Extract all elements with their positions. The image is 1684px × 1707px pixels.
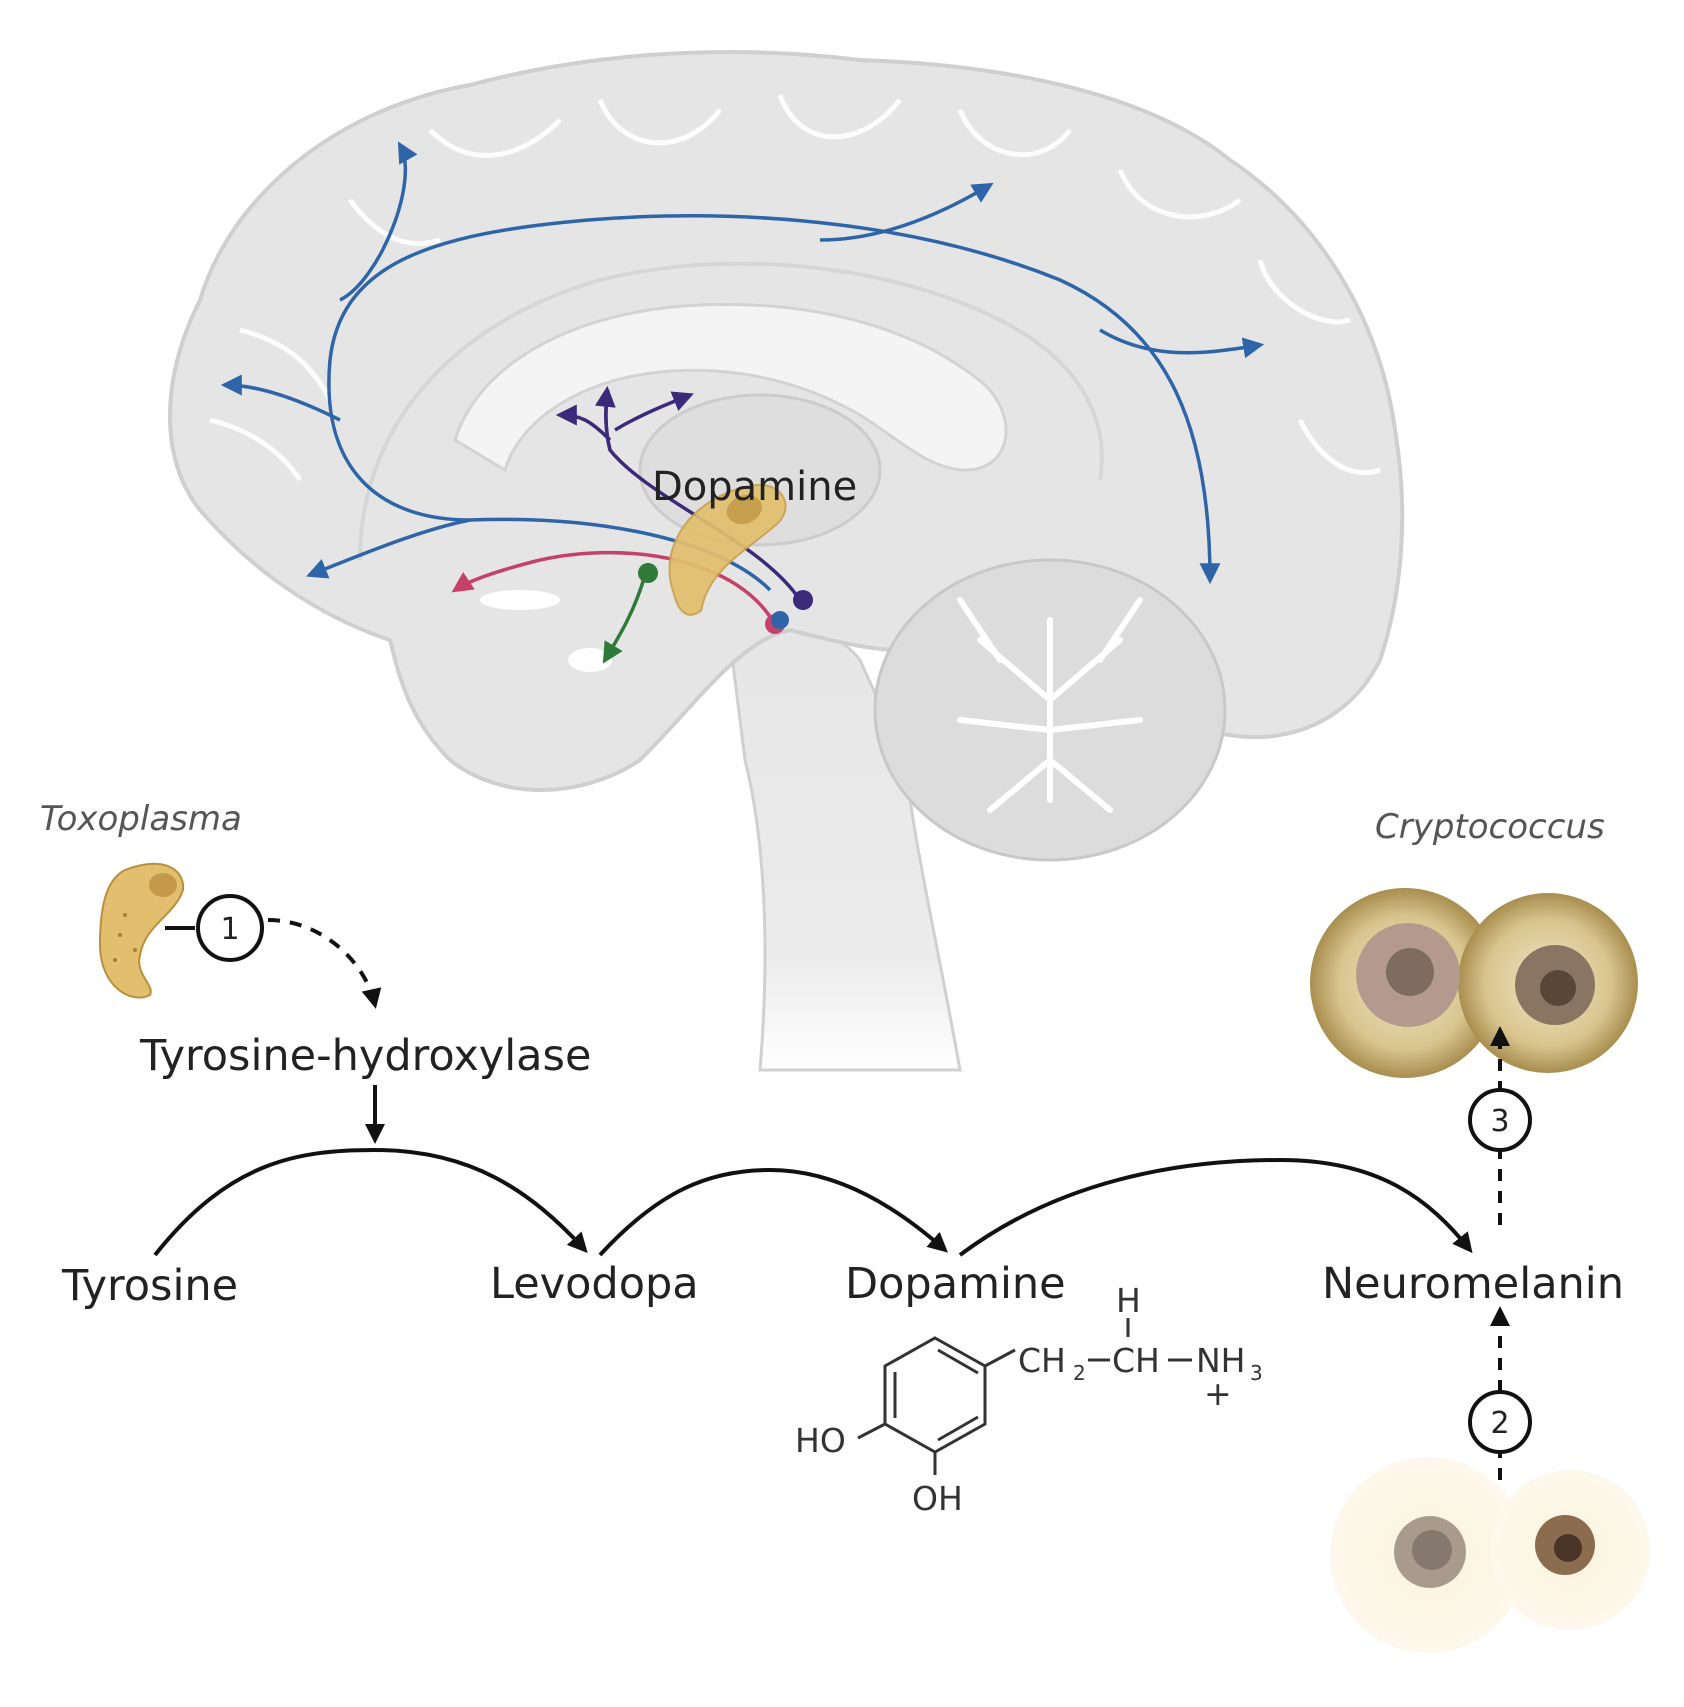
pathway-origin-purple xyxy=(793,590,813,610)
thalamus xyxy=(638,393,882,547)
cryptococcus-label: Cryptococcus xyxy=(1375,807,1605,847)
dopamine-oh-label: OH xyxy=(912,1479,963,1518)
step-1-dashed-arrow xyxy=(267,918,382,1009)
cryptococcus-melanized-cells xyxy=(1310,888,1638,1078)
brain-illustration: Dopamine xyxy=(168,50,1405,1072)
step-3-marker xyxy=(1468,1088,1532,1152)
dopamine-ho-label: HO xyxy=(795,1421,846,1460)
mesocortical-pathway xyxy=(220,141,1265,592)
cryptococcus-unmelanized-cells xyxy=(1330,1457,1650,1653)
dopamine-charge-label: + xyxy=(1204,1374,1232,1413)
dopamine-h-label: H xyxy=(1116,1281,1141,1320)
mesolimbic-pathway xyxy=(451,550,777,626)
dopamine-ch-label: CH xyxy=(1112,1341,1160,1380)
dopamine-nh3-label: NH xyxy=(1196,1341,1246,1380)
tuberoinfundibular-pathway xyxy=(602,574,647,664)
step-2-marker xyxy=(1468,1390,1532,1454)
dopamine-structure: HO OH CH 2 CH NH 3 H + xyxy=(795,1281,1263,1518)
pathway-levodopa: Levodopa xyxy=(490,1259,699,1309)
enzyme-label: Tyrosine-hydroxylase xyxy=(139,1031,591,1081)
step-1-marker xyxy=(196,894,264,962)
pathway-neuromelanin: Neuromelanin xyxy=(1322,1259,1624,1309)
brain-dopamine-label: Dopamine xyxy=(652,464,857,510)
pathway-origin-green xyxy=(638,563,658,583)
toxoplasma-parasite xyxy=(98,862,185,999)
pathway-tyrosine: Tyrosine xyxy=(61,1261,238,1311)
step-2-number: 2 xyxy=(1490,1406,1509,1441)
step-3-number: 3 xyxy=(1490,1104,1509,1139)
toxoplasma-label: Toxoplasma xyxy=(40,799,242,839)
step-1-number: 1 xyxy=(220,912,239,947)
pathway-origin-blue xyxy=(771,611,789,629)
dopamine-ch2-subscript: 2 xyxy=(1073,1361,1086,1385)
corpus-callosum xyxy=(453,302,1008,473)
nigrostriatal-pathway xyxy=(555,385,802,601)
cerebellum xyxy=(873,558,1227,862)
dopamine-nh3-subscript: 3 xyxy=(1250,1361,1263,1385)
toxoplasma-in-brain xyxy=(668,483,787,616)
dopamine-ch2-label: CH xyxy=(1018,1341,1066,1380)
pathway-dopamine: Dopamine xyxy=(845,1259,1066,1309)
biosynthesis-arcs xyxy=(153,1147,1473,1257)
